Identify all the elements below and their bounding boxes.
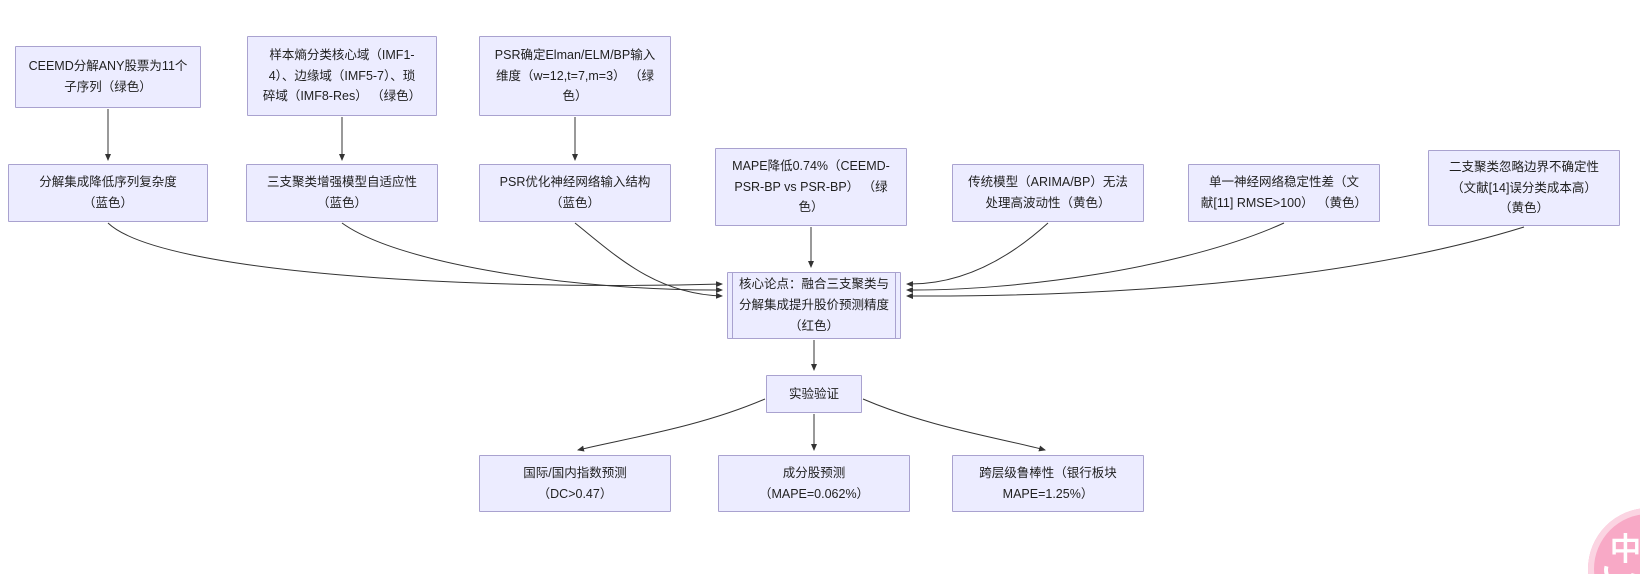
node-label-line: （黄色） [1498, 201, 1549, 216]
node-label-line: 分解集成提升股价预测精度 [738, 298, 889, 313]
node-cross-level-robustness: 跨层级鲁棒性（银行板块 MAPE=1.25%） [952, 455, 1144, 512]
node-label-line: PSR优化神经网络输入结构 [499, 175, 651, 190]
edge-experiment-to-index [577, 398, 766, 452]
node-label-line: 维度（w=12,t=7,m=3） （绿 [495, 68, 655, 83]
node-label-line: （MAPE=0.062%） [758, 486, 870, 501]
node-label-line: 色） [562, 89, 588, 104]
edge-traditional-to-core [906, 222, 1049, 288]
node-label-line: 4）、边缘域（IMF5-7）、琐 [268, 68, 416, 83]
node-two-way-limit: 二支聚类忽略边界不确定性 （文献[14]误分类成本高） （黄色） [1428, 150, 1620, 226]
node-label-line: 样本熵分类核心域（IMF1- [269, 47, 415, 62]
node-label-line: 处理高波动性（黄色） [985, 196, 1111, 210]
translate-badge-label: 中A [1610, 532, 1640, 567]
node-label-line: CEEMD分解ANY股票为11个 [28, 59, 188, 74]
node-constituent-prediction: 成分股预测 （MAPE=0.062%） [718, 455, 910, 512]
node-label-line: 成分股预测 [782, 465, 846, 480]
node-label-line: 献[11] RMSE>100） （黄色） [1200, 196, 1368, 210]
edge-decomposition-to-core [107, 222, 723, 288]
translate-badge[interactable]: 中A [1588, 508, 1640, 574]
node-mape-improvement: MAPE降低0.74%（CEEMD- PSR-BP vs PSR-BP） （绿 … [715, 148, 907, 226]
node-three-way-adaptivity: 三支聚类增强模型自适应性 （蓝色） [246, 164, 438, 222]
node-sample-entropy: 样本熵分类核心域（IMF1- 4）、边缘域（IMF5-7）、琐 碎域（IMF8-… [247, 36, 437, 116]
node-experiment-validation: 实验验证 [766, 375, 862, 413]
node-label-line: 色） [798, 200, 824, 215]
node-label-line: 二支聚类忽略边界不确定性 [1448, 159, 1599, 174]
node-label-line: 国际/国内指数预测 [523, 465, 627, 480]
edge-twoway-to-core [906, 226, 1525, 300]
node-label-line: MAPE降低0.74%（CEEMD- [732, 158, 890, 173]
edge-experiment-to-robustness [862, 398, 1046, 452]
node-single-nn-instability: 单一神经网络稳定性差（文 献[11] RMSE>100） （黄色） [1188, 164, 1380, 222]
node-traditional-limit: 传统模型（ARIMA/BP）无法 处理高波动性（黄色） [952, 164, 1144, 222]
node-label-line: 三支聚类增强模型自适应性 [266, 175, 417, 190]
node-index-prediction: 国际/国内指数预测 （DC>0.47） [479, 455, 671, 512]
node-label-line: （蓝色） [82, 196, 133, 210]
node-ceemd-decompose: CEEMD分解ANY股票为11个 子序列（绿色） [15, 46, 201, 108]
node-label-line: PSR确定Elman/ELM/BP输入 [494, 47, 656, 62]
edge-threeway-to-core [341, 222, 723, 294]
node-label-line: （DC>0.47） [537, 486, 613, 501]
node-label-line: 实验验证 [788, 386, 839, 401]
node-core-thesis: 核心论点：融合三支聚类与 分解集成提升股价预测精度 （红色） [727, 272, 901, 339]
node-label-line: 碎域（IMF8-Res） （绿色） [262, 89, 422, 104]
node-label-line: （红色） [788, 318, 839, 333]
node-label-line: 分解集成降低序列复杂度 [39, 175, 177, 190]
node-psr-structure: PSR优化神经网络输入结构 （蓝色） [479, 164, 671, 222]
node-label-line: 核心论点：融合三支聚类与 [738, 277, 889, 292]
node-label-line: 子序列（绿色） [64, 80, 152, 94]
node-label-line: 跨层级鲁棒性（银行板块 [979, 465, 1117, 480]
edge-singlenn-to-core [906, 222, 1285, 294]
node-label-line: 传统模型（ARIMA/BP）无法 [968, 175, 1128, 190]
node-decomposition-benefit: 分解集成降低序列复杂度 （蓝色） [8, 164, 208, 222]
node-label-line: （蓝色） [316, 196, 367, 210]
node-label-line: PSR-BP vs PSR-BP） （绿 [734, 179, 888, 194]
node-label-line: MAPE=1.25%） [1002, 486, 1094, 501]
node-label-line: （蓝色） [549, 196, 600, 210]
node-psr-input-dim: PSR确定Elman/ELM/BP输入 维度（w=12,t=7,m=3） （绿 … [479, 36, 671, 116]
edge-psrstructure-to-core [574, 222, 723, 299]
node-label-line: （文献[14]误分类成本高） [1451, 180, 1597, 195]
node-label-line: 单一神经网络稳定性差（文 [1208, 175, 1359, 190]
